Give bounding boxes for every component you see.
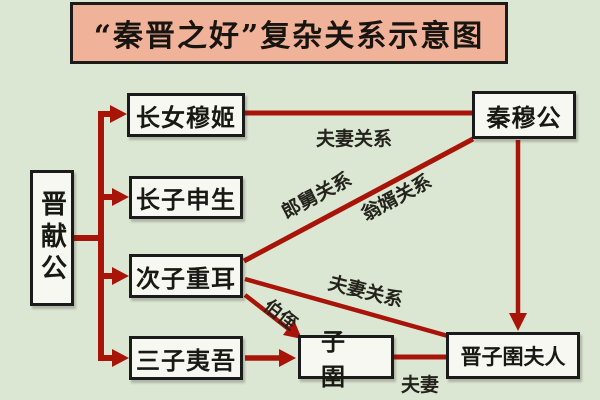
arrowhead-ziyu-from-chonger bbox=[283, 320, 302, 339]
node-yi-wu: 三子夷吾 bbox=[129, 336, 243, 380]
edge-chonger-furen bbox=[244, 276, 449, 339]
edge-chonger-qinmugong bbox=[242, 136, 475, 264]
diagram-title: “秦晋之好”复杂关系示意图 bbox=[70, 2, 508, 64]
node-mu-ji: 长女穆姬 bbox=[127, 93, 245, 137]
arrowhead-yiwu bbox=[112, 349, 129, 367]
arrowhead-ziyu-from-yiwu bbox=[279, 349, 296, 367]
arrowhead-muji bbox=[110, 105, 127, 123]
node-chong-er: 次子重耳 bbox=[129, 254, 243, 298]
edge-label-ziyu-furen: 夫妻 bbox=[400, 374, 439, 396]
node-jin-zi-yu-fu-ren: 晋子圉夫人 bbox=[446, 332, 580, 379]
arrowhead-furen bbox=[509, 313, 527, 331]
node-shen-sheng: 长子申生 bbox=[129, 176, 243, 219]
node-zi-yu: 子圉 bbox=[298, 328, 394, 391]
node-qin-mu-gong: 秦穆公 bbox=[472, 91, 576, 139]
edge-chonger-ziyu bbox=[243, 293, 292, 332]
arrowhead-chonger bbox=[112, 267, 129, 285]
node-jin-xian-gong: 晋献公 bbox=[30, 170, 74, 306]
arrowhead-shensheng bbox=[112, 188, 129, 206]
edge-label-muji-qinmugong: 夫妻关系 bbox=[315, 128, 392, 150]
